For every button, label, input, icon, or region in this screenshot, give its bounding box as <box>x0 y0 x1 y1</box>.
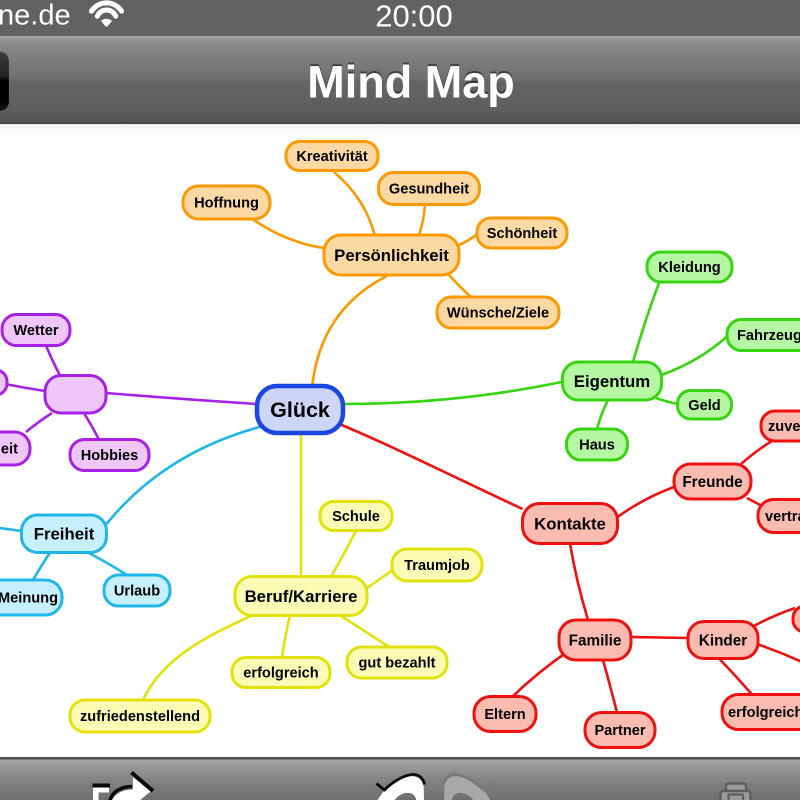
svg-text:gut bezahlt: gut bezahlt <box>358 656 435 672</box>
svg-text:Wünsche/Ziele: Wünsche/Ziele <box>447 306 549 322</box>
svg-text:Eltern: Eltern <box>484 707 525 723</box>
svg-text:vertraut: vertraut <box>765 509 800 525</box>
svg-text:erfolgreich: erfolgreich <box>243 666 319 682</box>
svg-text:Eigentum: Eigentum <box>574 372 650 391</box>
svg-text:Schönheit: Schönheit <box>487 226 558 242</box>
svg-text:Hobbies: Hobbies <box>81 448 139 464</box>
svg-text:Beruf/Karriere: Beruf/Karriere <box>245 587 358 606</box>
svg-text:Traumjob: Traumjob <box>404 558 470 574</box>
svg-text:Meinung: Meinung <box>0 591 58 607</box>
svg-text:Kleidung: Kleidung <box>658 260 720 276</box>
svg-text:Gesundheit: Gesundheit <box>389 182 469 198</box>
svg-text:Freiheit: Freiheit <box>34 525 95 544</box>
svg-text:Hoffnung: Hoffnung <box>194 196 259 212</box>
svg-text:Freunde: Freunde <box>682 474 742 491</box>
svg-text:Kreativität: Kreativität <box>296 149 368 165</box>
svg-text:zuverlässig: zuverlässig <box>768 419 800 435</box>
svg-text:ne.de: ne.de <box>0 0 71 32</box>
svg-text:Geld: Geld <box>688 398 720 414</box>
svg-text:Haus: Haus <box>579 438 615 454</box>
svg-text:Fahrzeuge: Fahrzeuge <box>737 328 800 344</box>
svg-text:20:00: 20:00 <box>375 0 453 34</box>
svg-text:heit: heit <box>0 442 18 458</box>
svg-text:Mind Map: Mind Map <box>307 55 514 106</box>
svg-text:Urlaub: Urlaub <box>114 584 160 600</box>
svg-text:Glück: Glück <box>270 398 330 422</box>
svg-text:Mind Map: Mind Map <box>307 57 514 108</box>
svg-text:Persönlichkeit: Persönlichkeit <box>334 246 449 265</box>
svg-text:Wetter: Wetter <box>13 323 58 339</box>
svg-text:Kontakte: Kontakte <box>534 514 606 533</box>
svg-text:Partner: Partner <box>594 723 645 739</box>
svg-text:Schule: Schule <box>332 509 380 525</box>
svg-text:zufriedenstellend: zufriedenstellend <box>80 709 200 725</box>
svg-text:erfolgreich: erfolgreich <box>728 705 800 721</box>
svg-text:Familie: Familie <box>569 632 622 649</box>
svg-text:Kinder: Kinder <box>699 632 747 649</box>
